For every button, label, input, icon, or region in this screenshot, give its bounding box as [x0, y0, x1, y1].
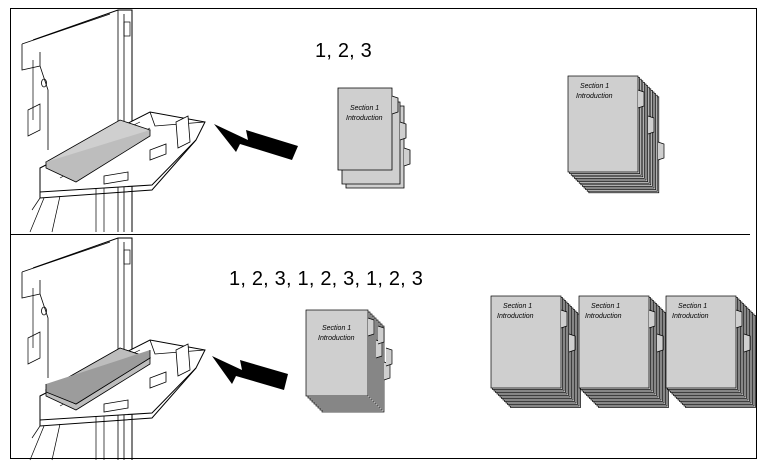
stack-label-line: Introduction	[672, 313, 709, 320]
small-tab-stack-bottom: Section 1 Introduction	[305, 309, 393, 413]
sheet-tab	[385, 347, 393, 367]
sheet-tab	[568, 333, 576, 353]
sheet-tab	[657, 141, 665, 161]
stack-label-line: Section 1	[503, 303, 532, 310]
stack-label-line: Section 1	[580, 83, 609, 90]
sheet-tab	[377, 325, 385, 345]
sheet-tab	[647, 115, 655, 135]
sheet-tab	[648, 309, 656, 329]
sheet-tab	[367, 317, 375, 337]
bottom-sequence-label: 1, 2, 3, 1, 2, 3, 1, 2, 3	[229, 268, 424, 290]
small-stack-label-line1-bottom: Section 1	[322, 325, 351, 332]
small-stack-label-line1-top: Section 1	[350, 105, 379, 112]
sheet-tab	[637, 89, 645, 109]
feed-direction-arrow-icon-top	[214, 124, 298, 160]
stack-label-line: Introduction	[585, 313, 622, 320]
small-tab-stack-top: Section 1 Introduction	[337, 87, 411, 189]
large-tab-stack-top: Section 1 Introduction	[567, 75, 665, 194]
stack-label-line: Section 1	[678, 303, 707, 310]
sheet-tab	[735, 309, 743, 329]
printer-icon-top	[21, 9, 206, 233]
top-sequence-label: 1, 2, 3	[315, 40, 372, 62]
small-stack-label-line2-top: Introduction	[346, 115, 383, 122]
sheet-tab	[743, 333, 751, 353]
sheet	[305, 309, 369, 397]
feed-direction-arrow-icon-bottom	[212, 356, 288, 390]
large-tab-stack-bottom-1: Section 1 Introduction	[490, 295, 581, 408]
sheet	[490, 295, 562, 389]
stack-label-line: Section 1	[591, 303, 620, 310]
sheet-tab	[560, 309, 568, 329]
stack-label-line: Introduction	[576, 93, 613, 100]
stack-label-line: Introduction	[497, 313, 534, 320]
large-tab-stack-bottom-3: Section 1 Introduction	[665, 295, 756, 408]
large-tab-stack-bottom-2: Section 1 Introduction	[578, 295, 669, 408]
sheet	[578, 295, 650, 389]
sheet	[665, 295, 737, 389]
small-stack-label-line2-bottom: Introduction	[318, 335, 355, 342]
panel-divider	[10, 234, 750, 235]
printer-icon-bottom	[21, 237, 206, 461]
sheet	[567, 75, 639, 173]
sheet-tab	[656, 333, 664, 353]
large-tab-stacks-bottom: Section 1 Introduction Section 1 Introducti…	[490, 295, 756, 408]
